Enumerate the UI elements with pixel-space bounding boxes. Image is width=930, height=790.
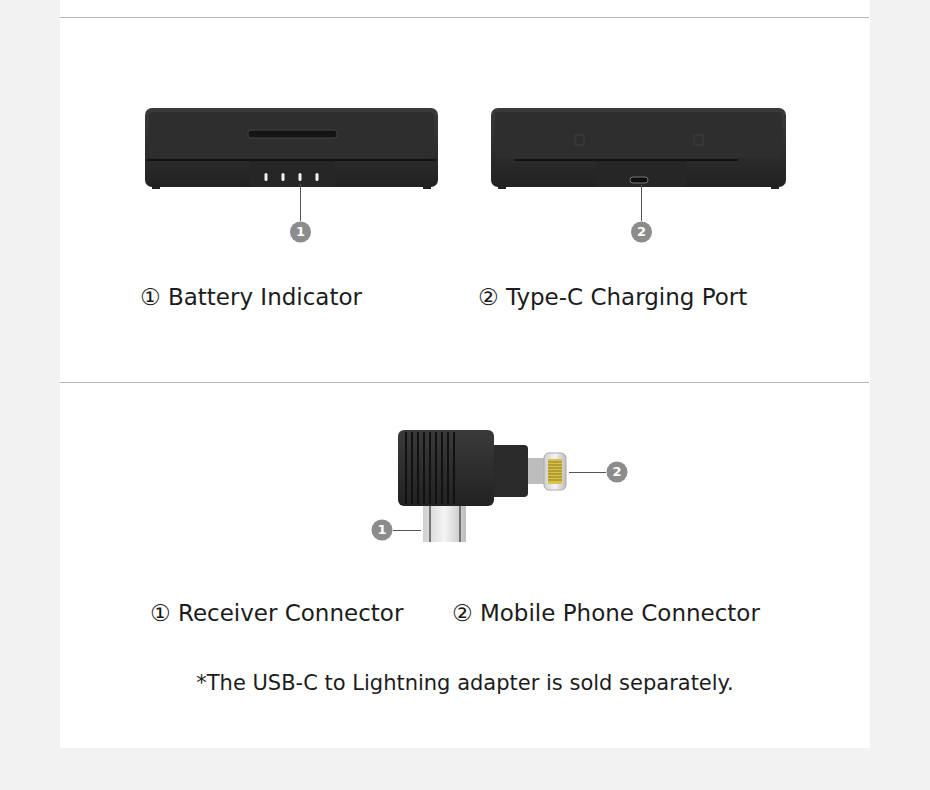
divider <box>60 382 869 383</box>
leader-line <box>393 530 421 531</box>
callout-number: 1 <box>291 222 311 242</box>
panel <box>60 0 870 748</box>
callout-circle <box>607 462 628 483</box>
part-caption: ① Battery Indicator <box>140 284 362 310</box>
callout-number: 2 <box>607 462 627 482</box>
charging-case-front <box>145 108 438 189</box>
callout-circle <box>631 222 652 243</box>
callout-number: 1 <box>372 520 392 540</box>
charging-case-back <box>491 108 786 189</box>
callout-circle <box>372 520 393 541</box>
leader-line <box>569 472 606 473</box>
part-caption: ② Mobile Phone Connector <box>452 600 760 626</box>
leader-line <box>641 185 642 221</box>
callout-number: 2 <box>632 222 652 242</box>
divider <box>60 17 869 18</box>
usb-c-lightning-adapter <box>398 430 566 542</box>
part-caption: ② Type-C Charging Port <box>478 284 747 310</box>
callout-circle <box>290 222 311 243</box>
part-caption: ① Receiver Connector <box>150 600 403 626</box>
leader-line <box>300 184 301 221</box>
footnote: *The USB-C to Lightning adapter is sold … <box>196 671 733 695</box>
